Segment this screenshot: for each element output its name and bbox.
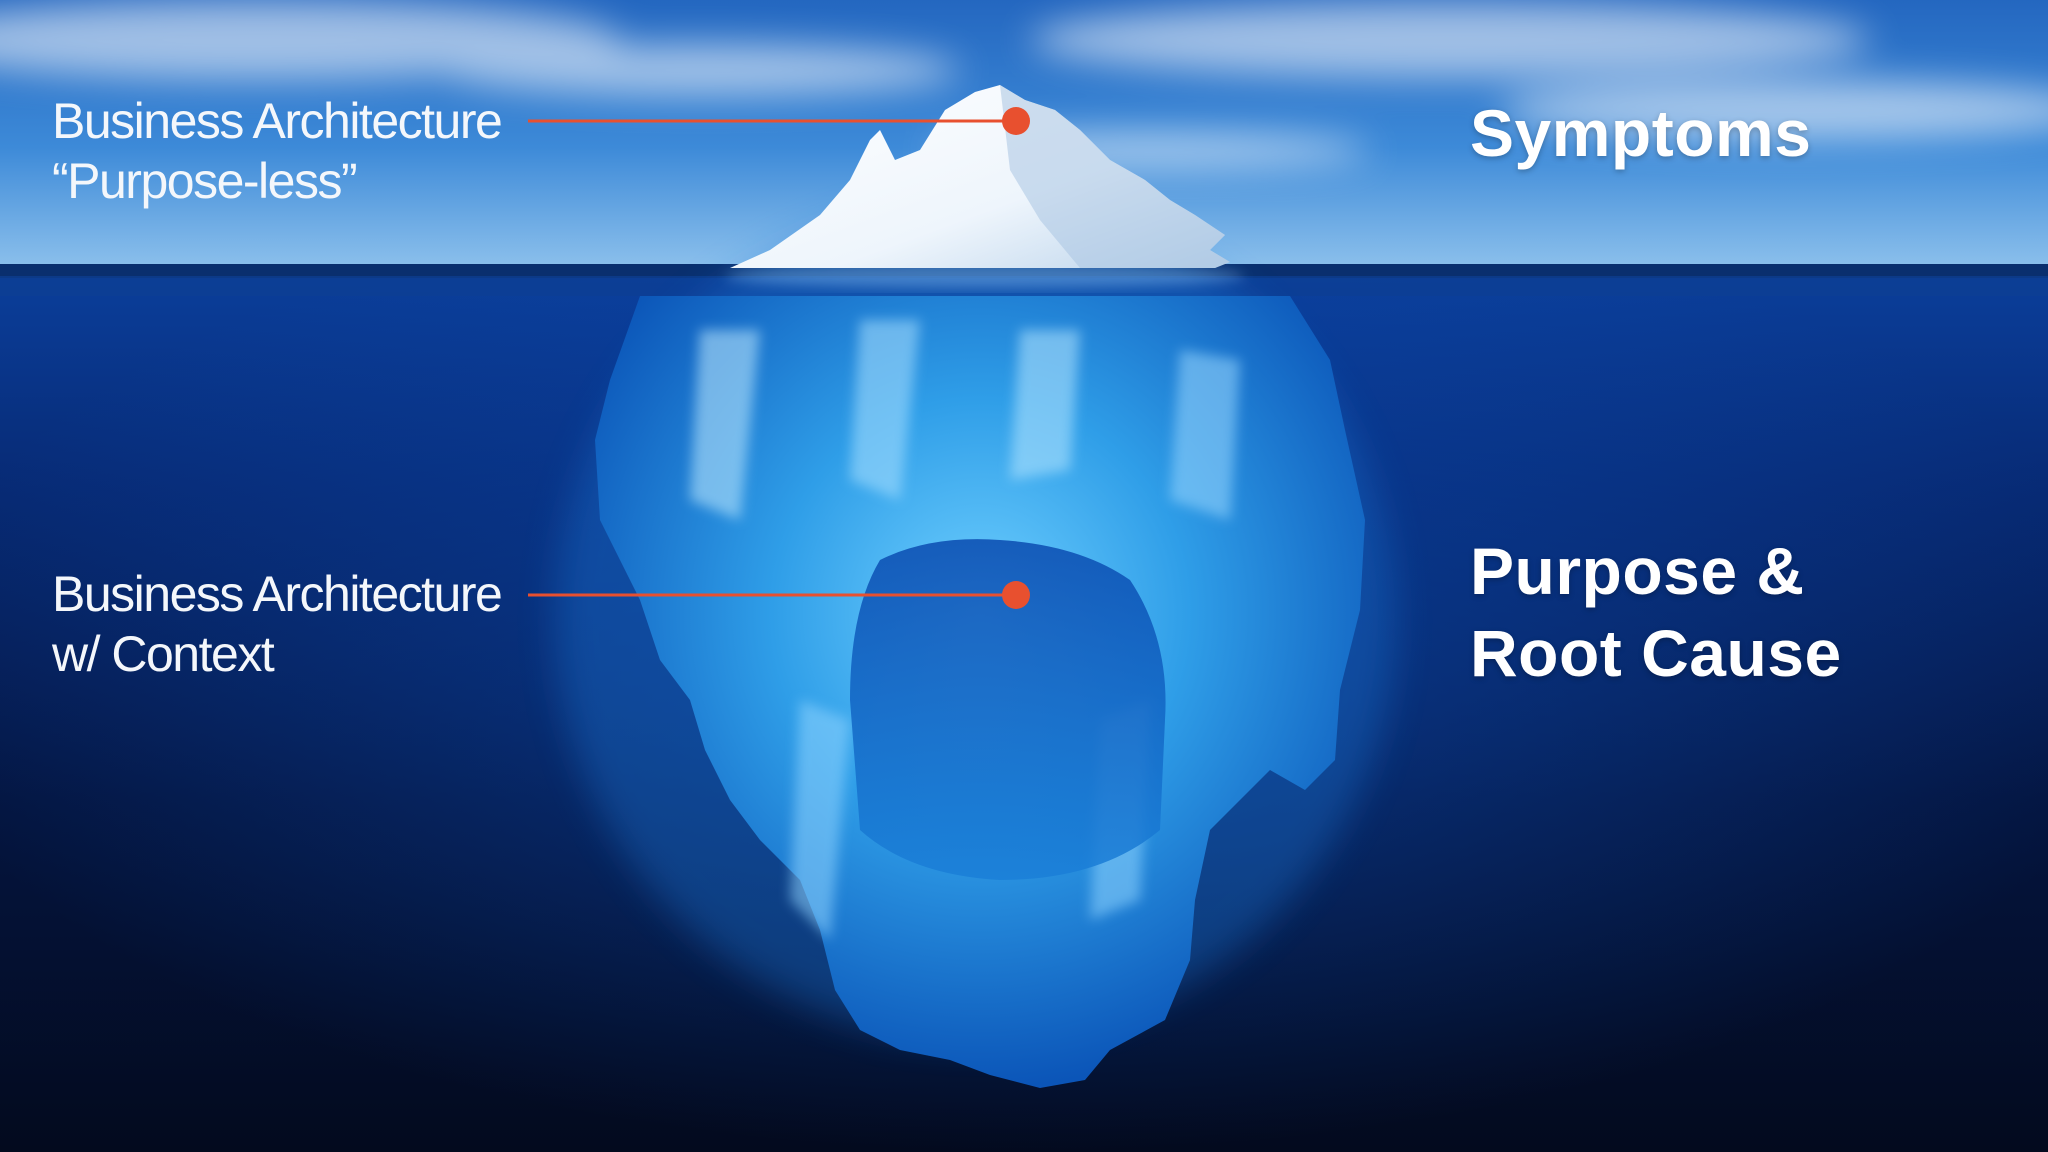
- base-annotation: Business Architecture w/ Context: [52, 564, 503, 684]
- ice-cave: [850, 539, 1166, 880]
- symptoms-heading: Symptoms: [1470, 92, 1811, 174]
- base-annotation-line-1: Business Architecture: [52, 566, 503, 622]
- base-annotation-line-2: w/ Context: [52, 626, 275, 682]
- tip-annotation-line-2: “Purpose-less”: [52, 153, 358, 209]
- root-cause-heading-line-2: Root Cause: [1470, 616, 1842, 690]
- tip-annotation-line-1: Business Architecture: [52, 93, 503, 149]
- symptoms-heading-text: Symptoms: [1470, 96, 1812, 170]
- root-cause-heading: Purpose & Root Cause: [1470, 530, 1842, 694]
- base-pointer: [528, 581, 1030, 609]
- root-cause-heading-line-1: Purpose &: [1470, 534, 1805, 608]
- tip-pointer: [528, 107, 1030, 135]
- tip-annotation: Business Architecture “Purpose-less”: [52, 91, 503, 211]
